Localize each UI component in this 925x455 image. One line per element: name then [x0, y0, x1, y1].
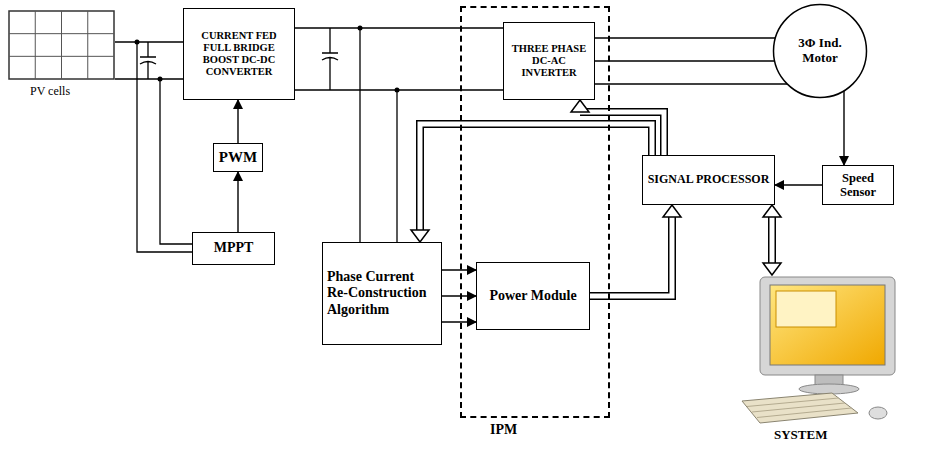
connector-path — [442, 295, 476, 296]
bus-arrow — [763, 205, 781, 275]
algorithm-box: Phase Current Re-Construction Algorithm — [322, 242, 442, 345]
sense-wire — [396, 90, 397, 242]
signal-line — [238, 172, 239, 232]
node-caption: SYSTEM — [774, 427, 827, 443]
motor-circle: 3Φ Ind. Motor — [772, 3, 868, 99]
node-label: Power Module — [489, 288, 576, 304]
node-label: CURRENT FED FULL BRIDGE BOOST DC-DC CONV… — [188, 30, 290, 78]
connector-path — [595, 83, 787, 84]
connector-path — [442, 321, 476, 322]
arrow-head — [411, 230, 429, 242]
connector-core — [770, 217, 775, 263]
connector-path — [295, 89, 503, 90]
signal-line — [844, 91, 845, 165]
signal-line — [295, 28, 503, 90]
bus-arrow — [590, 205, 681, 296]
arrow-head — [763, 205, 781, 217]
sense-wire — [160, 79, 192, 244]
connector-path — [768, 217, 776, 263]
node-label: Phase Current Re-Construction Algorithm — [327, 269, 437, 317]
signal-line — [775, 185, 822, 186]
connector-path — [115, 41, 183, 42]
capacitor-symbol — [322, 28, 338, 90]
node-label: SIGNAL PROCESSOR — [648, 173, 770, 187]
sense-wire — [359, 28, 360, 242]
node-label: PWM — [219, 149, 257, 166]
signal-line — [115, 42, 183, 79]
connector-path — [442, 269, 476, 270]
connector-path — [237, 172, 238, 232]
arrow-head — [663, 205, 681, 217]
node-caption: PV cells — [30, 84, 70, 99]
capacitor-symbol — [140, 42, 156, 79]
connector-path — [115, 78, 183, 79]
computer-drawing — [740, 275, 910, 425]
arrow-head — [571, 100, 589, 112]
connector-path — [590, 217, 672, 296]
signal-line — [595, 38, 787, 84]
computer-system: SYSTEM — [740, 275, 910, 425]
connector-path — [843, 91, 844, 165]
pv-array: PV cells — [8, 10, 115, 80]
connector-path — [595, 60, 775, 61]
connector-core — [590, 217, 672, 296]
processor-box: SIGNAL PROCESSOR — [642, 155, 775, 205]
signal-line — [442, 270, 476, 322]
node-label: 3Φ Ind. Motor — [789, 36, 851, 66]
connector-path — [595, 37, 775, 38]
sensor-box: Speed Sensor — [822, 165, 894, 205]
ipm-region: IPMTHREE PHASE DC-AC INVERTERPower Modul… — [460, 6, 610, 418]
pv-panel-drawing — [8, 10, 115, 80]
node-label: Speed Sensor — [827, 171, 889, 200]
power-module-box: Power Module — [476, 262, 590, 330]
signal-line — [238, 100, 239, 143]
connector-path — [420, 124, 652, 230]
node-label: THREE PHASE DC-AC INVERTER — [508, 43, 590, 79]
connector-path — [237, 100, 238, 143]
connector-core — [420, 124, 652, 230]
node-caption: IPM — [490, 422, 517, 438]
bus-arrow — [411, 124, 652, 242]
mppt-box: MPPT — [192, 232, 275, 265]
pwm-box: PWM — [213, 143, 263, 172]
connector-path — [295, 27, 503, 28]
inverter-box: THREE PHASE DC-AC INVERTER — [503, 22, 595, 100]
arrow-head — [763, 263, 781, 275]
connector-path — [775, 184, 822, 185]
node-label: MPPT — [214, 240, 254, 256]
converter-box: CURRENT FED FULL BRIDGE BOOST DC-DC CONV… — [183, 8, 295, 100]
